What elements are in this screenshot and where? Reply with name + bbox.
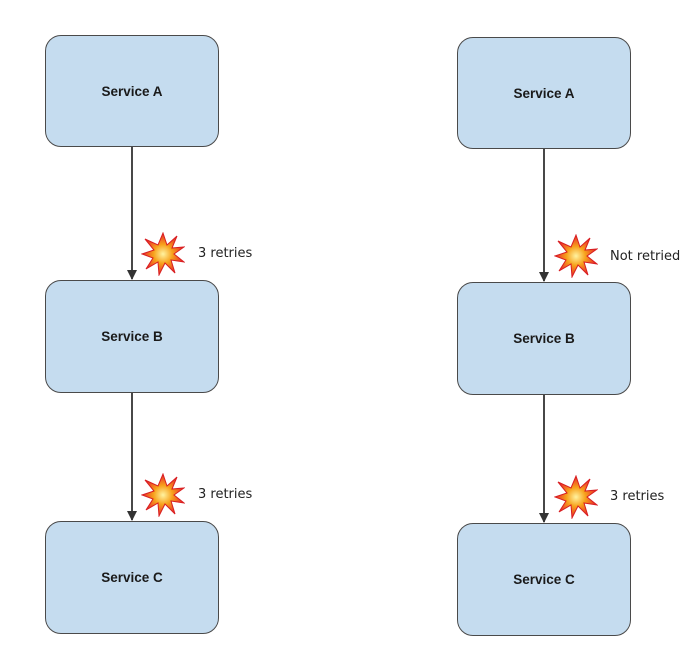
collision-icon	[554, 234, 598, 278]
collision-icon	[141, 232, 185, 276]
collision-icon	[554, 475, 598, 519]
left-edge-a-b-note: 3 retries	[198, 246, 253, 261]
left-service-c-node: Service C	[45, 521, 219, 634]
left-edge-b-c-note: 3 retries	[198, 487, 253, 502]
right-service-b-node: Service B	[457, 282, 631, 395]
right-edge-a-b-note: Not retried	[610, 249, 681, 264]
right-edge-b-c-note: 3 retries	[610, 489, 665, 504]
left-service-a-node: Service A	[45, 35, 219, 147]
collision-icon	[141, 473, 185, 517]
left-service-b-node: Service B	[45, 280, 219, 393]
right-service-c-node: Service C	[457, 523, 631, 636]
right-service-a-node: Service A	[457, 37, 631, 149]
